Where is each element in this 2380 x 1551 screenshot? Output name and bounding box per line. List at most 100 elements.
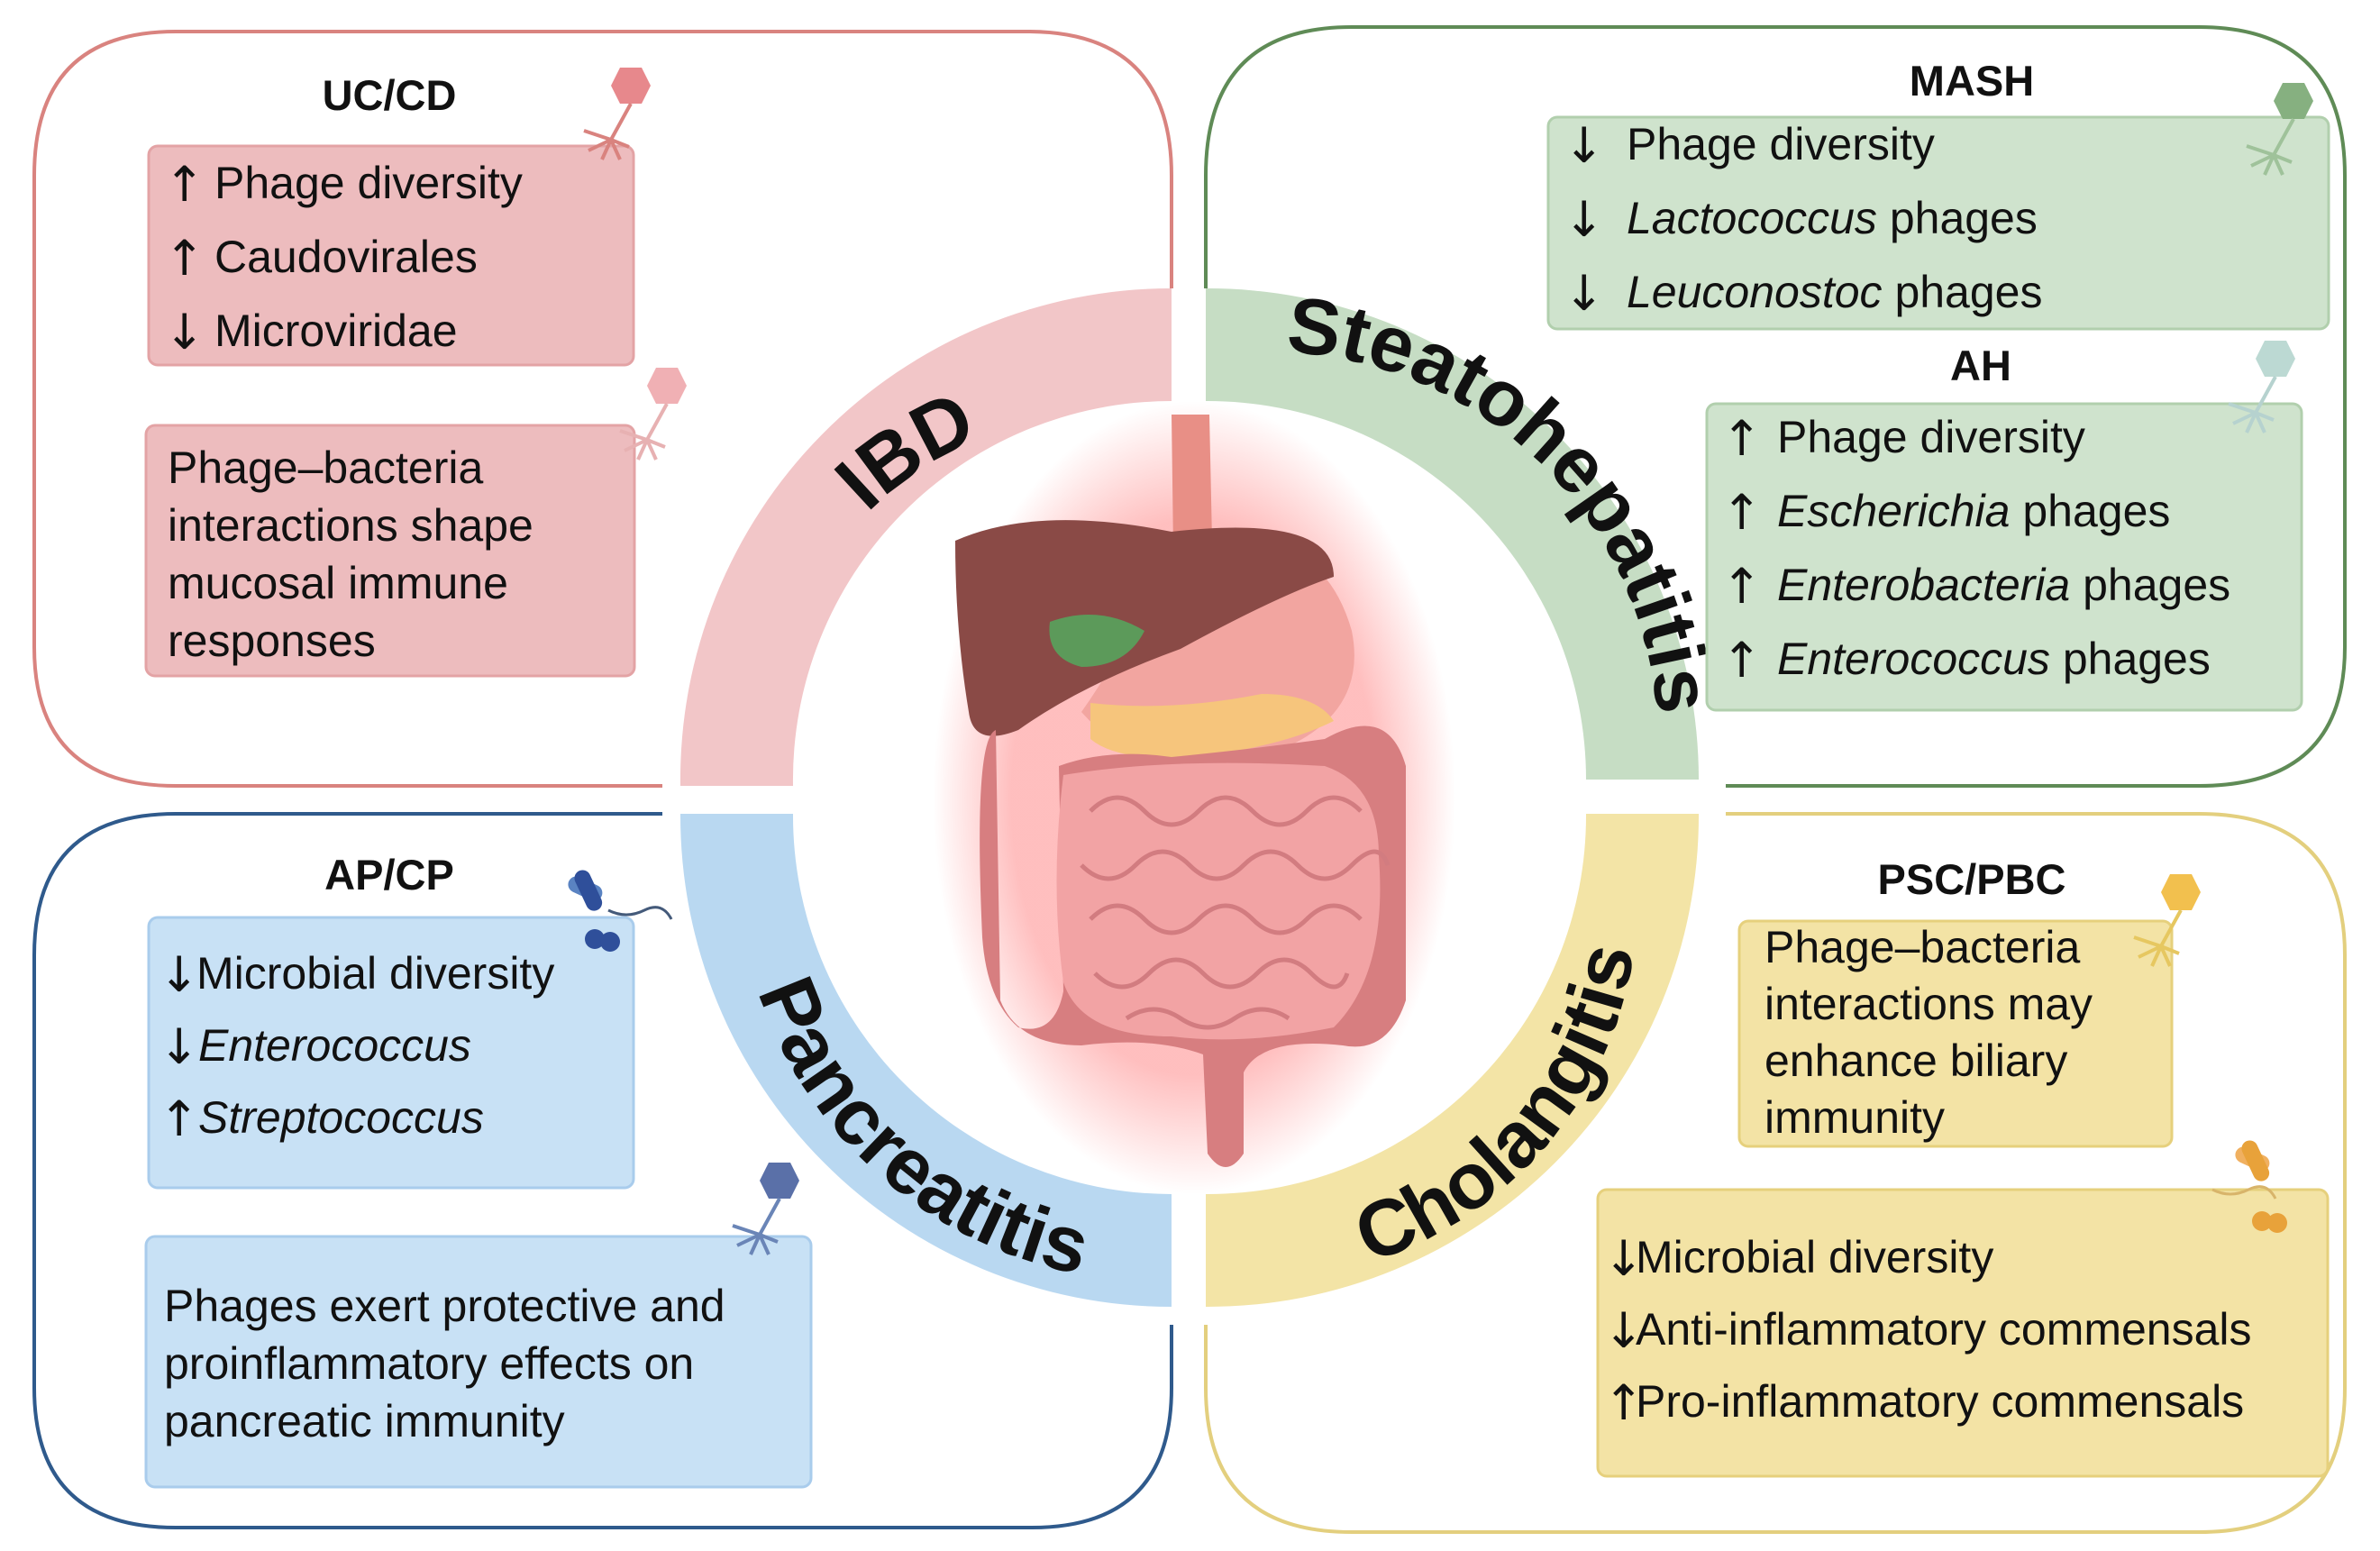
gallbladder [1049, 615, 1144, 667]
arrow-down-icon: ↓ [159, 946, 199, 1003]
ibd-arc-segment [679, 288, 1172, 786]
mash-change-label: Phage diversity [1627, 119, 1935, 169]
arrow-down-icon: ↓ [1564, 191, 1604, 248]
pancreas [1090, 694, 1334, 758]
cholangitis-note-line: immunity [1764, 1092, 1945, 1143]
arrow-down-icon: ↓ [1564, 117, 1604, 174]
cholangitis-change-1: ↓ Anti-inflammatory commensals [1603, 1302, 2252, 1359]
ibd-note-line: interactions shape [168, 500, 533, 551]
pancreatitis-change-2: ↑ Streptococcus [159, 1090, 484, 1147]
mash-heading: MASH [1910, 57, 2034, 105]
arrow-down-icon: ↓ [1603, 1302, 1644, 1359]
arrow-up-icon: ↑ [159, 1090, 199, 1147]
arrow-down-icon: ↓ [1564, 265, 1604, 322]
small-intestine [1056, 762, 1381, 1040]
ibd-change-2: ↓ Microviridae [164, 304, 458, 360]
pancreatitis-change-1: ↓ Enterococcus [159, 1018, 471, 1075]
ah-change-label: Enterococcus phages [1777, 634, 2211, 684]
pancreatitis-note-line: pancreatic immunity [164, 1396, 565, 1446]
ibd-change-0: ↑ Phage diversity [164, 156, 523, 213]
cholangitis-change-label: Pro-inflammatory commensals [1636, 1376, 2244, 1427]
steatohepatitis-panel-border [1204, 25, 2347, 788]
steatohepatitis-panel [1204, 25, 2347, 788]
bacteria-icon [568, 870, 673, 952]
pancreatitis-heading: AP/CP [324, 851, 454, 899]
arrow-up-icon: ↑ [1721, 632, 1762, 689]
intestine-folds [1080, 795, 1391, 1030]
arrow-up-icon: ↑ [1721, 558, 1762, 615]
arrow-up-icon: ↑ [164, 230, 205, 287]
ah-change-0: ↑ Phage diversity [1721, 410, 2085, 467]
cholangitis-heading: PSC/PBC [1878, 855, 2066, 903]
cholangitis-note-line: interactions may [1764, 979, 2093, 1029]
pancreatitis-change-label: Streptococcus [198, 1092, 484, 1143]
pancreatitis-note-line: proinflammatory effects on [164, 1338, 694, 1389]
mash-change-label: Leuconostoc phages [1627, 267, 2042, 317]
cholangitis-note-box [1737, 919, 2174, 1148]
ah-change-1: ↑ Escherichia phages [1721, 484, 2170, 541]
ah-change-2: ↑ Enterobacteria phages [1721, 558, 2230, 615]
ibd-note-box [144, 424, 636, 678]
cholangitis-note-line: enhance biliary [1764, 1036, 2067, 1086]
ah-change-3: ↑ Enterococcus phages [1721, 632, 2211, 689]
cholangitis-changes-box [1596, 1188, 2330, 1478]
ibd-heading: UC/CD [323, 71, 457, 119]
steatohepatitis-arc-segment [1206, 287, 1699, 780]
arrow-up-icon: ↑ [1603, 1374, 1644, 1431]
cholangitis-change-0: ↓ Microbial diversity [1603, 1230, 1993, 1287]
cholangitis-change-2: ↑ Pro-inflammatory commensals [1603, 1374, 2244, 1431]
bacteria-icon [2211, 1140, 2287, 1233]
ibd-change-label: Caudovirales [214, 232, 478, 282]
ibd-note-line: Phage–bacteria [168, 442, 483, 493]
ibd-note-line: responses [168, 616, 376, 666]
mash-changes-box [1546, 115, 2330, 331]
cholangitis-note-line: Phage–bacteria [1764, 922, 2080, 972]
ibd-change-1: ↑ Caudovirales [164, 230, 478, 287]
cholangitis-arc-segment [1206, 814, 1700, 1308]
liver [955, 520, 1334, 736]
mash-change-1: ↓ Lactococcus phages [1564, 191, 2038, 248]
arrow-down-icon: ↓ [159, 1018, 199, 1075]
ah-changes-box [1705, 402, 2303, 712]
ibd-change-label: Microviridae [214, 306, 458, 356]
phage-icon [732, 1163, 799, 1255]
ah-change-label: Escherichia phages [1777, 486, 2170, 536]
phage-icon [583, 68, 651, 160]
esophagus [1172, 415, 1212, 550]
mash-change-label: Lactococcus phages [1627, 193, 2038, 243]
pancreatitis-panel-border [32, 812, 1173, 1529]
pancreatitis-arc-segment [679, 814, 1172, 1307]
arrow-up-icon: ↑ [1721, 484, 1762, 541]
ibd-note-line: mucosal immune [168, 558, 508, 608]
mash-change-2: ↓ Leuconostoc phages [1564, 265, 2042, 322]
mash-change-0: ↓ Phage diversity [1564, 117, 1935, 174]
ibd-changes-box [147, 144, 635, 367]
ibd-panel [32, 30, 1173, 788]
cholangitis-panel-border [1204, 812, 2347, 1534]
digestive-organs-illustration [933, 401, 1455, 1194]
phage-icon [2133, 874, 2201, 967]
cholangitis-change-label: Anti-inflammatory commensals [1636, 1304, 2252, 1355]
arrow-up-icon: ↑ [164, 156, 205, 213]
phage-icon [2246, 83, 2313, 176]
phage-icon [619, 368, 687, 461]
arrow-up-icon: ↑ [1721, 410, 1762, 467]
ah-change-label: Enterobacteria phages [1777, 560, 2230, 610]
cholangitis-change-label: Microbial diversity [1636, 1232, 1993, 1282]
phage-icon [2228, 341, 2295, 433]
arrow-down-icon: ↓ [164, 304, 205, 360]
pancreatitis-change-label: Microbial diversity [196, 948, 554, 999]
pancreatitis-change-label: Enterococcus [198, 1020, 471, 1071]
cholangitis-panel [1204, 812, 2347, 1534]
ibd-change-label: Phage diversity [214, 158, 523, 208]
pancreatitis-note-box [144, 1235, 813, 1489]
arrow-down-icon: ↓ [1603, 1230, 1644, 1287]
ah-heading: AH [1950, 342, 2011, 389]
pancreatitis-change-0: ↓ Microbial diversity [159, 946, 554, 1003]
ah-change-label: Phage diversity [1777, 412, 2085, 462]
pancreatitis-note-line: Phages exert protective and [164, 1281, 725, 1331]
pancreatitis-changes-box [147, 916, 635, 1190]
pancreatitis-panel [32, 812, 1173, 1529]
